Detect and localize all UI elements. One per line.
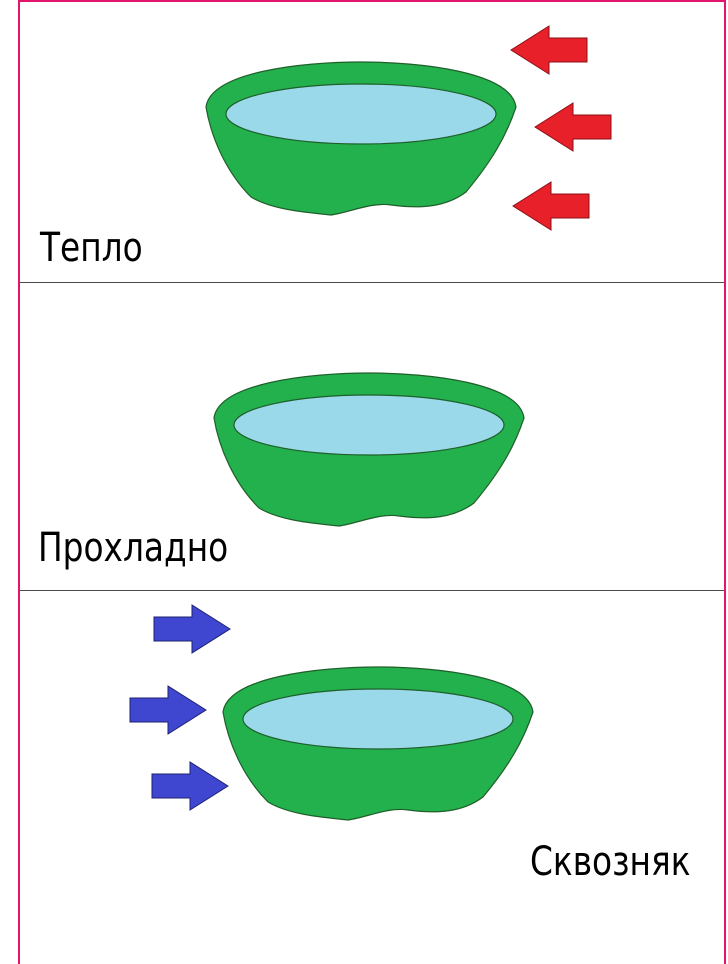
blue-arrow-top <box>153 604 231 654</box>
bowl-cool <box>213 372 525 527</box>
label-warm: Тепло <box>40 225 143 271</box>
blue-arrow-middle <box>129 685 207 735</box>
red-arrow-middle <box>534 102 612 152</box>
red-arrow-top <box>510 25 588 75</box>
red-arrow-bottom <box>512 181 590 231</box>
label-cool: Прохладно <box>38 525 229 571</box>
blue-arrow-bottom <box>151 761 229 811</box>
blue-arrows <box>129 604 231 811</box>
panel-divider-1 <box>20 282 724 283</box>
label-draft: Сквозняк <box>530 839 691 885</box>
bowl-warm <box>205 61 517 216</box>
red-arrows <box>510 25 612 231</box>
panel-divider-2 <box>20 590 724 591</box>
bowl-draft <box>222 666 534 821</box>
page-frame <box>18 0 726 964</box>
